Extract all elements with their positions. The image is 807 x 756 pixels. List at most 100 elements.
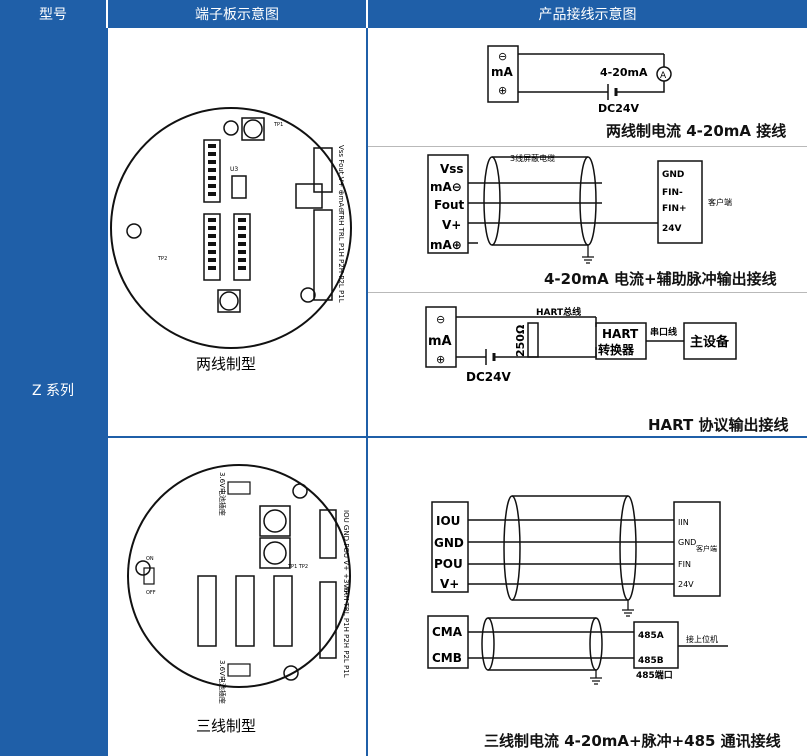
cable-shield (589, 617, 603, 671)
client-box (657, 160, 703, 244)
header-wiring: 产品接线示意图 (368, 0, 807, 28)
tp-label: TP1 TP2 (287, 564, 308, 570)
potentiometer-knob (219, 291, 239, 311)
fin-label: FIN (678, 560, 691, 569)
mount-hole (283, 665, 299, 681)
dip-switch (235, 575, 255, 647)
cmb-label: CMB (432, 651, 462, 665)
dip-switch (197, 575, 217, 647)
potentiometer (259, 505, 291, 537)
model-column (0, 28, 106, 756)
hart-loop (456, 316, 597, 358)
ma-plus-label: mA⊕ (430, 238, 462, 252)
battery-socket (227, 481, 251, 495)
potentiometer (259, 537, 291, 569)
ammeter-icon (656, 66, 672, 82)
cable-shield (483, 156, 501, 246)
board-outline (110, 107, 352, 349)
potentiometer-knob (263, 509, 287, 533)
cable-label: 3线屏蔽电缆 (510, 153, 555, 163)
divider-d1 (368, 146, 807, 147)
plus-symbol: ⊕ (498, 84, 507, 97)
terminal-labels: IOU GND POU V+ +3V6- (342, 510, 350, 596)
header-terminal: 端子板示意图 (108, 0, 366, 28)
dip-switch (203, 213, 221, 281)
iou-label: IOU (436, 514, 460, 528)
rs485-box (427, 615, 469, 669)
host-label: 接上位机 (686, 634, 718, 644)
terminal-labels: Vss Fout V+ ⊕mA⊖ (337, 145, 345, 213)
resistor-icon (527, 322, 539, 358)
client-box (673, 501, 721, 597)
minus-symbol: ⊖ (498, 50, 507, 63)
terminal-labels-2: TRH TRL P1H P2H P2L P1L (337, 210, 345, 303)
ground-icon (582, 245, 594, 264)
cable-body (488, 617, 596, 671)
divider-d2 (368, 292, 807, 293)
hart-box-line1: HART (602, 327, 639, 341)
client-label: 客户端 (696, 544, 717, 553)
mount-hole (223, 120, 239, 136)
gnd-label: GND (662, 170, 684, 180)
terminal-block (319, 581, 337, 659)
gnd-right-label: GND (678, 538, 696, 547)
diagram-three-wire-485: IOU GND POU V+ IIN GND 客户端 FIN 24V CMA C… (427, 495, 728, 685)
terminal-block (313, 209, 333, 301)
485a-label: 485A (638, 631, 664, 641)
rs485-wires (468, 631, 634, 659)
terminal-box (427, 154, 469, 254)
hart-bus-label: HART总线 (536, 306, 581, 318)
battery-socket (227, 663, 251, 677)
v24-label: 24V (678, 580, 694, 589)
cable-shield (579, 156, 597, 246)
current-label: 4-20mA (600, 66, 648, 79)
terminal-block (319, 509, 337, 559)
iin-label: IIN (678, 518, 689, 527)
mount-hole (292, 483, 308, 499)
battery-label-2: 3.6V电池插座 (218, 660, 227, 704)
header-model: 型号 (0, 0, 106, 28)
port-label: 485端口 (636, 669, 673, 681)
model-label: Z 系列 (31, 383, 75, 399)
caption-three-wire-485: 三线制电流 4-20mA+脉冲+485 通讯接线 (484, 732, 781, 750)
two-wire-board: TP1 U3 Vss Fout V+ ⊕mA⊖ TRH TRL P1H P2H … (110, 107, 352, 373)
caption-hart: HART 协议输出接线 (648, 416, 789, 434)
header-model-label: 型号 (39, 7, 67, 23)
v24-label: 24V (662, 224, 682, 234)
terminal-box (431, 501, 469, 593)
ammeter-label: A (660, 71, 667, 81)
two-wire-label: 两线制型 (196, 355, 256, 373)
rs485-port-box (633, 621, 679, 669)
pou-label: POU (434, 557, 463, 571)
terminal-block (295, 183, 323, 209)
ground-icon (590, 670, 602, 685)
hart-box-line2: 转换器 (598, 342, 635, 357)
fin-plus-label: FIN+ (662, 204, 687, 214)
divider-row (108, 436, 807, 438)
signal-wires (468, 182, 658, 244)
potentiometer (217, 289, 241, 313)
ground-icon (622, 600, 634, 617)
minus-symbol: ⊖ (436, 313, 445, 326)
ic-chip (231, 175, 247, 199)
tp2-label: TP2 (157, 256, 167, 262)
divider-vertical-2 (366, 28, 368, 756)
potentiometer-knob (243, 119, 263, 139)
client-label: 客户端 (708, 197, 732, 207)
mount-hole (126, 223, 142, 239)
caption-current-pulse: 4-20mA 电流+辅助脉冲输出接线 (544, 270, 777, 288)
chip-label: U3 (230, 166, 238, 173)
terminal-block (313, 147, 333, 193)
signal-wires (468, 519, 674, 585)
potentiometer (241, 117, 265, 141)
gnd-label: GND (434, 536, 464, 550)
header-terminal-label: 端子板示意图 (195, 7, 279, 23)
dip-switch (273, 575, 293, 647)
cable-body (492, 156, 588, 246)
resistor-label: 250Ω (514, 324, 527, 357)
three-wire-board: 3.6V电池插座 ON OFF IOU GND POU V+ +3V6- TRH… (127, 464, 351, 735)
ma-terminal (425, 306, 457, 368)
cable-shield (481, 617, 495, 671)
dip-switch (203, 139, 221, 203)
diagram-hart: ⊖ mA ⊕ 250Ω HART总线 HART 转换器 串口线 主设备 DC24… (425, 306, 737, 384)
